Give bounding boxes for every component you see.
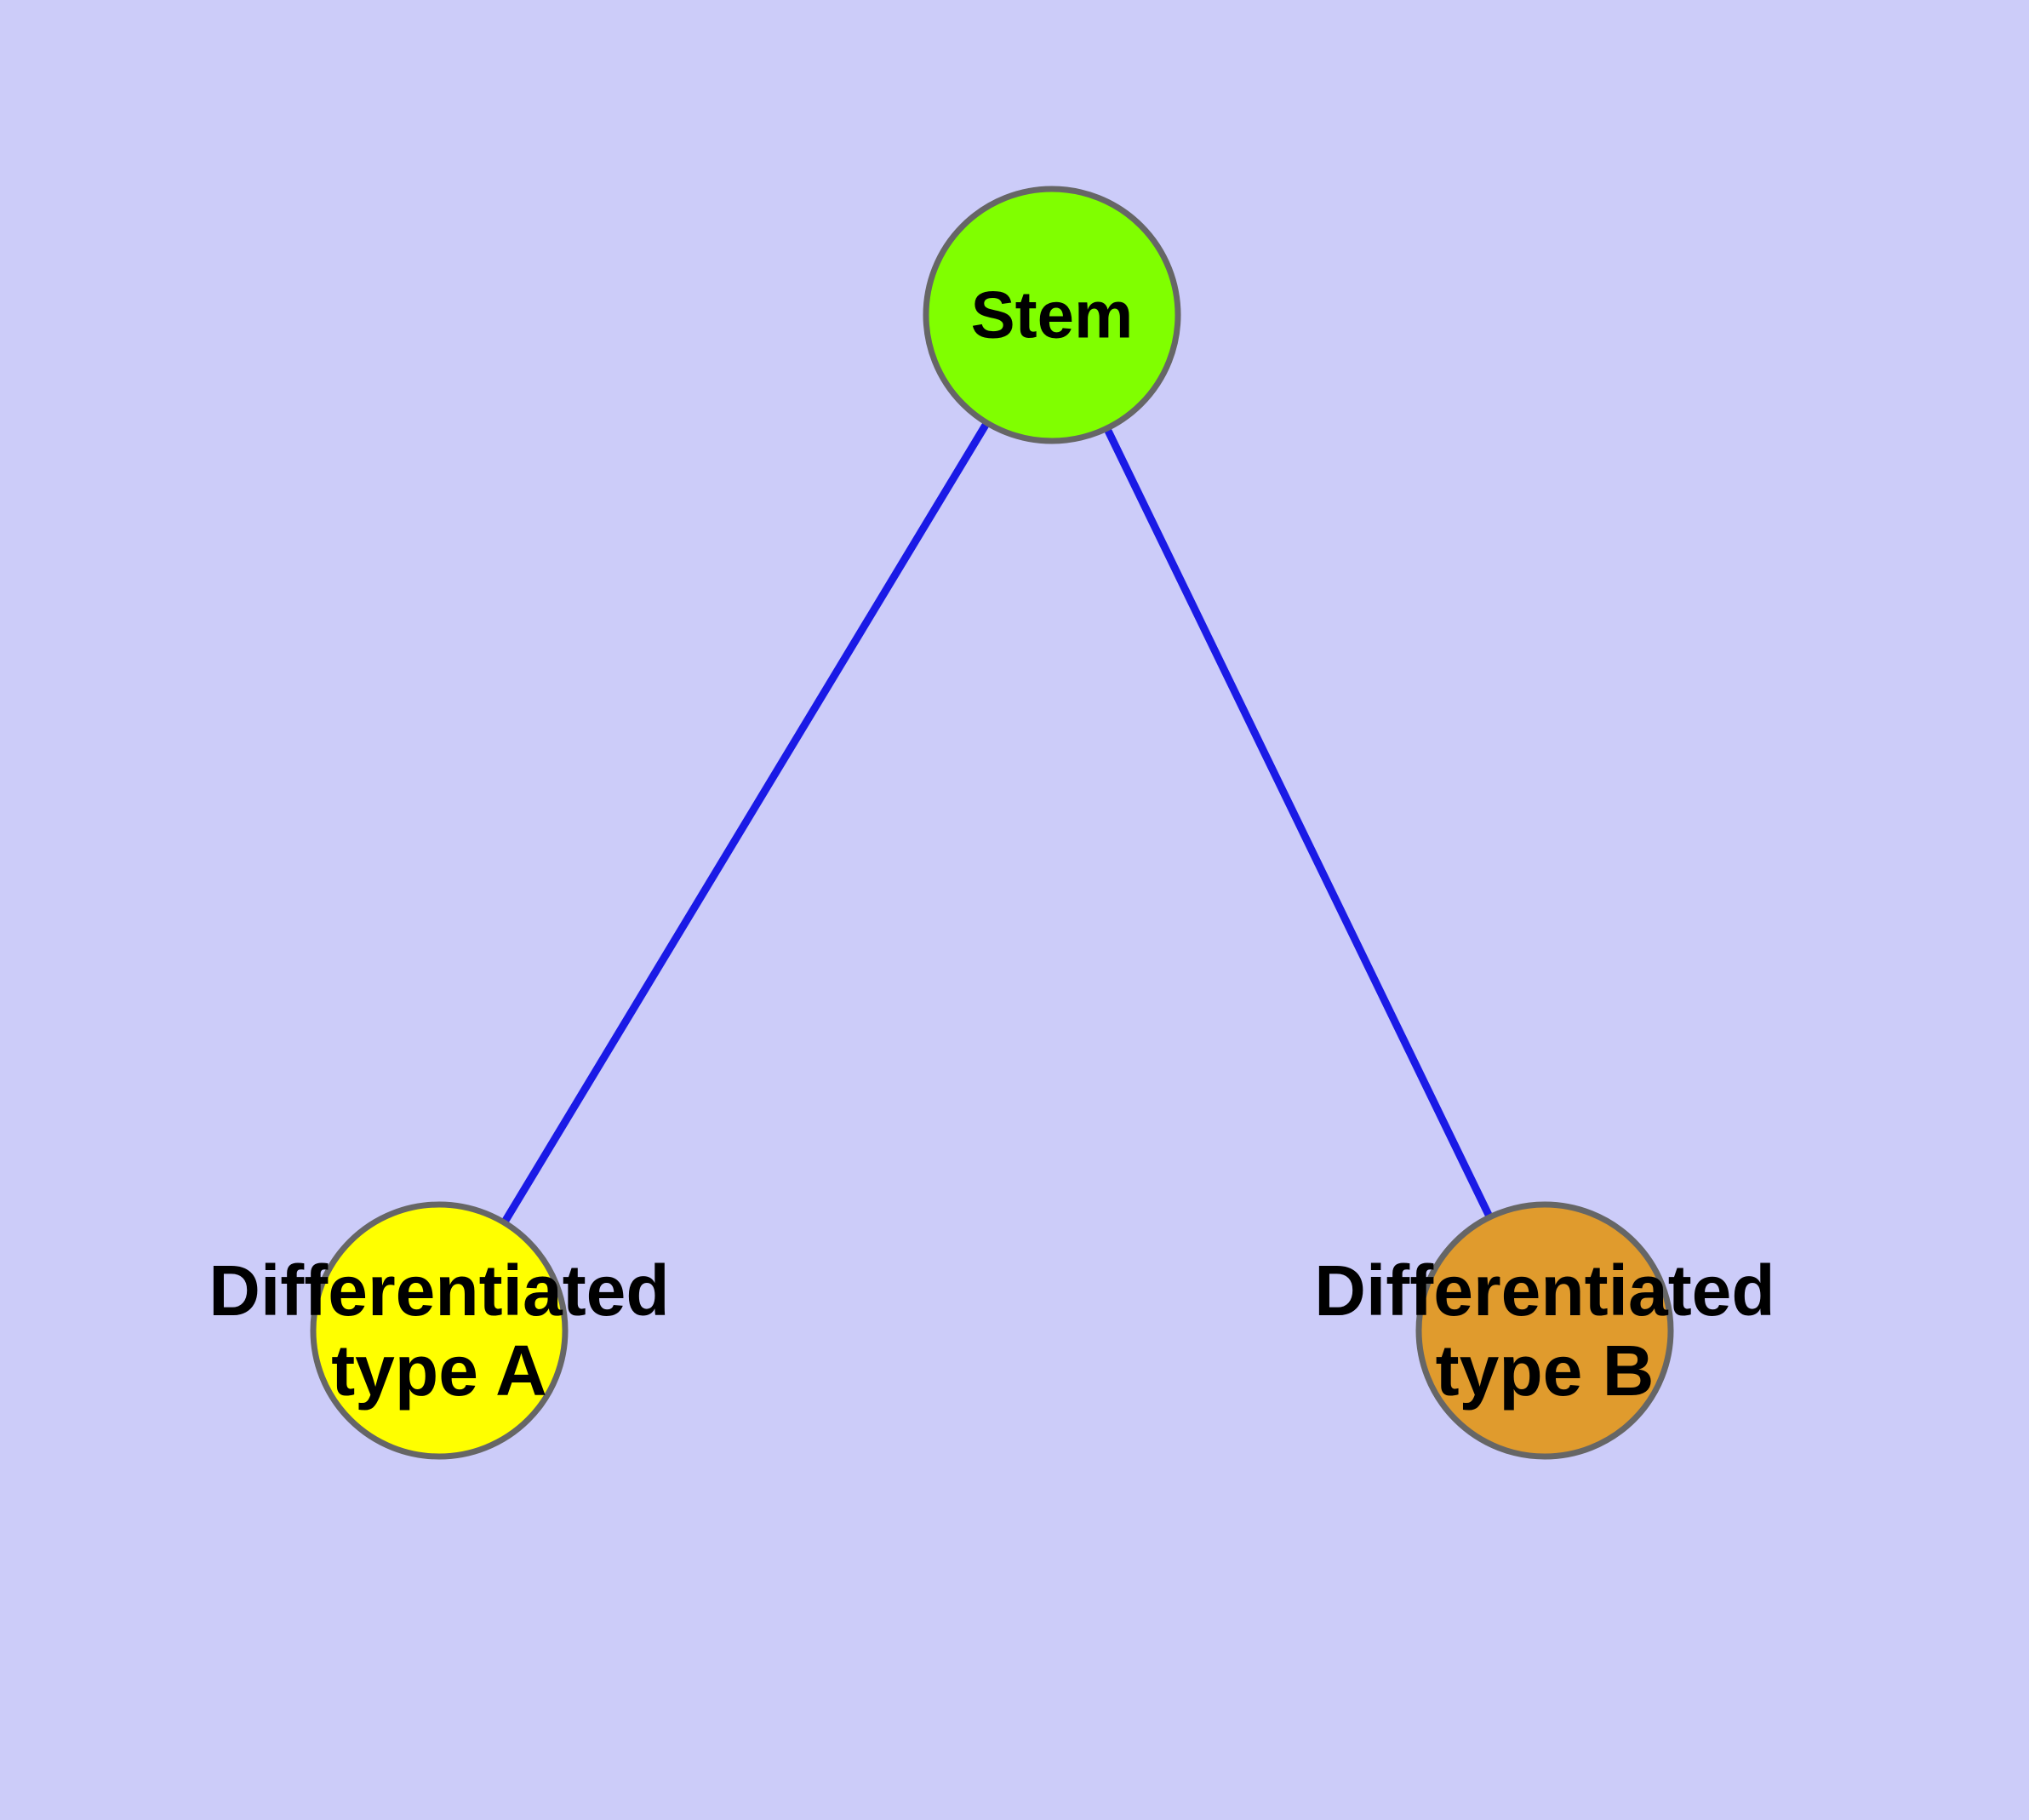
node-layer bbox=[310, 186, 1674, 1460]
graph-node-diff-b[interactable] bbox=[1415, 1201, 1674, 1460]
edge-layer bbox=[501, 422, 1493, 1223]
graph-edge-stem-to-diff-a bbox=[501, 422, 990, 1223]
graph-node-stem[interactable] bbox=[923, 186, 1181, 444]
graph-edge-stem-to-diff-b bbox=[1104, 427, 1493, 1218]
graph-node-diff-a[interactable] bbox=[310, 1201, 569, 1460]
